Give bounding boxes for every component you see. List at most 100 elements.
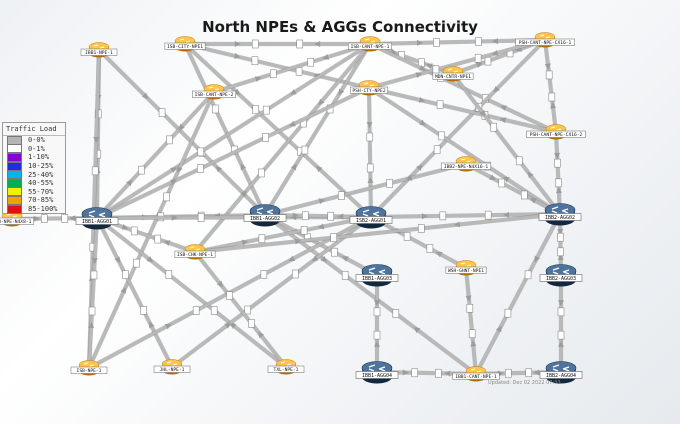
- link-load-tag: [296, 39, 304, 49]
- link-arrow-icon: [149, 321, 155, 329]
- link-arrow-icon: [550, 102, 557, 109]
- link-ibb1agg3-ibb1agg4[interactable]: [373, 275, 381, 372]
- link-isbcant1-ibb1agg2[interactable]: [263, 42, 372, 217]
- link-load-tag: [524, 270, 532, 280]
- link-pshcity-ibb1agg1[interactable]: [96, 86, 370, 220]
- link-isbcant2-ibb1agg1[interactable]: [95, 90, 216, 220]
- node-ibb1agg3[interactable]: IBB1-AGG03: [355, 264, 399, 287]
- legend-item: 55-70%: [3, 187, 65, 197]
- link-arrow-icon: [413, 327, 421, 334]
- link-ibb2agg2-ibbcant[interactable]: [474, 213, 562, 375]
- link-load-tag: [130, 226, 138, 236]
- link-isbagg1-jhl[interactable]: [170, 215, 373, 369]
- link-isbcant2-islnpe1[interactable]: [87, 91, 216, 369]
- link-arrow-icon: [337, 213, 344, 220]
- link-isbcity-isbcant1[interactable]: [185, 39, 370, 49]
- link-isbcity-pshcity[interactable]: [184, 41, 370, 91]
- link-ibb1agg1-txl[interactable]: [95, 216, 288, 369]
- link-pshcx16-pshcx162[interactable]: [542, 39, 559, 133]
- link-arrow-icon: [146, 256, 154, 263]
- node-pshcx16[interactable]: PSH-CANT-NPE-CX16-1: [515, 32, 575, 48]
- link-ibb2n4-ibb1agg2[interactable]: [264, 161, 467, 218]
- legend-swatch: [7, 152, 22, 162]
- link-arrow-icon: [258, 331, 265, 339]
- link-isbcant1-ibb1agg1[interactable]: [95, 42, 372, 220]
- link-arrow-icon: [163, 240, 171, 246]
- link-arrow-icon: [557, 253, 564, 260]
- link-ibb1agg2-ibbcant[interactable]: [263, 213, 478, 376]
- node-label: JHL-NPE-1: [160, 367, 185, 373]
- link-pshcity-ibb2agg2[interactable]: [367, 86, 562, 216]
- link-txl-isbchk[interactable]: [193, 250, 288, 369]
- node-ibb1agg4[interactable]: IBB1-AGG04: [355, 361, 399, 384]
- node-label: ISB-CITY-NPE1: [167, 44, 203, 50]
- node-label: ISB-NPE-1: [77, 368, 102, 374]
- node-ibb1agg1[interactable]: IBB1-AGG01: [75, 207, 119, 230]
- node-isbcity[interactable]: ISB-CITY-NPE1: [164, 36, 206, 52]
- link-load-tag: [262, 105, 270, 115]
- link-load-tag: [166, 135, 173, 145]
- link-load-tag: [392, 309, 400, 318]
- link-arrow-icon: [93, 136, 100, 144]
- link-load-tag: [403, 232, 411, 241]
- link-load-tag: [366, 132, 374, 142]
- link-isbagg1-isbchk[interactable]: [194, 214, 372, 255]
- link-arrow-icon: [215, 165, 223, 173]
- node-isbagg1[interactable]: ISB2-AGG01: [349, 206, 393, 229]
- link-arrow-icon: [374, 300, 380, 307]
- link-arrow-icon: [489, 174, 496, 180]
- node-ibb1agg2[interactable]: IBB1-AGG02: [243, 204, 287, 227]
- node-ibb2n4[interactable]: IBB2-NPE-N4X16-1: [440, 156, 492, 172]
- node-label: TXL-NPE-1: [274, 367, 299, 373]
- node-label: IBB1-NPE-1: [85, 50, 113, 56]
- node-ibbcant[interactable]: IBB1-CANT-NPE-1: [452, 366, 500, 382]
- legend-item: 25-40%: [3, 170, 65, 180]
- link-load-tag: [40, 214, 48, 223]
- links-layer: [11, 37, 565, 378]
- link-mdnnpe1-ibb2agg2[interactable]: [451, 72, 562, 216]
- link-arrow-icon: [554, 152, 561, 159]
- link-ibb2agg2-isbchk[interactable]: [194, 211, 561, 255]
- node-isbcant2[interactable]: ISB-CANT-NPE-2: [192, 84, 236, 100]
- link-arrow-icon: [419, 119, 426, 126]
- link-load-tag: [226, 291, 233, 301]
- link-pshcity-isbagg1[interactable]: [366, 87, 374, 218]
- link-ibb1agg1-islnpe1[interactable]: [86, 217, 100, 369]
- node-wsh[interactable]: WSH-GHNT-NPE1: [445, 260, 487, 276]
- link-pshcx16-pshcity[interactable]: [368, 37, 546, 91]
- link-load-tag: [554, 158, 561, 168]
- link-pshcx162-ibb2agg2[interactable]: [553, 131, 563, 215]
- link-isbcant1-isbcant2[interactable]: [213, 41, 371, 95]
- link-arrow-icon: [121, 224, 129, 230]
- link-wsh-ibbcant[interactable]: [463, 267, 479, 375]
- link-arrow-icon: [503, 176, 510, 183]
- link-load-tag: [258, 234, 266, 243]
- link-arrow-icon: [288, 255, 296, 262]
- link-load-tag: [490, 122, 497, 132]
- node-islnpe1[interactable]: ISB-NPE-1: [70, 360, 108, 376]
- link-load-tag: [262, 133, 269, 142]
- link-arrow-icon: [557, 229, 564, 236]
- link-arrow-icon: [164, 323, 172, 330]
- node-isbcant1[interactable]: ISB-CANT-NPE-1: [348, 36, 392, 52]
- node-ibb2agg4[interactable]: IBB2-AGG04: [539, 361, 583, 384]
- link-ibb1agg1-jhl[interactable]: [95, 217, 174, 368]
- node-label: WSH-GHNT-NPE1: [448, 268, 484, 274]
- link-isbagg1-wsh[interactable]: [370, 215, 467, 270]
- link-load-tag: [555, 178, 562, 188]
- node-pshcity[interactable]: PSH-CTY-NPE2: [350, 80, 388, 96]
- node-mdnnpe1[interactable]: MDN-CNTR-NPE1: [432, 66, 474, 82]
- node-isbchk[interactable]: ISB-CHK-NPE-1: [174, 244, 216, 260]
- link-arrow-icon: [558, 340, 564, 347]
- node-ibb1npe1[interactable]: IBB1-NPE-1: [80, 42, 118, 58]
- link-isbagg1-ibb2agg2[interactable]: [370, 210, 561, 221]
- node-ibb2agg3[interactable]: IBB2-AGG03: [539, 264, 583, 287]
- node-ibb2agg2[interactable]: IBB2-AGG02: [538, 203, 582, 226]
- link-ibb2agg3-ibb2agg4[interactable]: [557, 275, 565, 372]
- link-arrow-icon: [315, 165, 323, 173]
- link-pshcity-pshcx162[interactable]: [368, 85, 557, 135]
- link-ibb2n4-ibb2agg2[interactable]: [465, 162, 561, 216]
- node-jhl[interactable]: JHL-NPE-1: [153, 359, 191, 375]
- node-pshcx162[interactable]: PSH-CANT-NPE-CX16-2: [526, 124, 586, 140]
- node-txl[interactable]: TXL-NPE-1: [267, 359, 305, 375]
